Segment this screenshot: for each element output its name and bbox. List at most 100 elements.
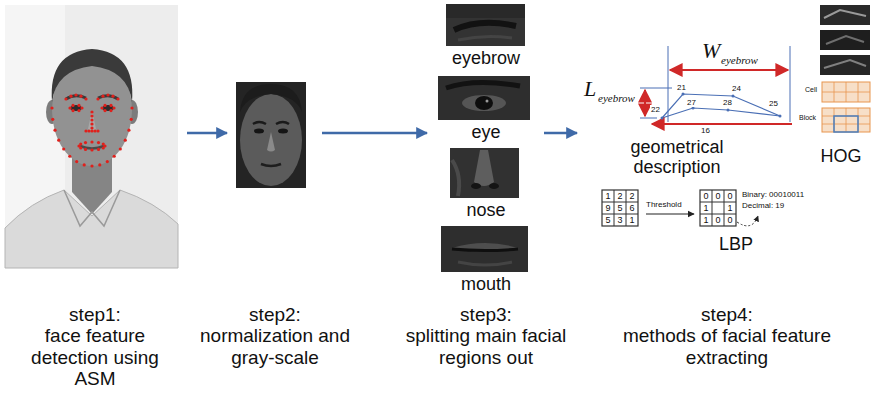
normalized-face — [278, 129, 288, 134]
eyebrow-geometry — [644, 90, 646, 116]
landmark-dot — [80, 106, 83, 109]
step-description: face feature detection using ASM — [15, 325, 175, 389]
landmark-dot — [113, 155, 116, 158]
region-label: mouth — [436, 274, 536, 298]
landmark-dot — [68, 155, 71, 158]
caption-block: step2:normalization and gray-scale — [200, 304, 350, 368]
caption-block: eye — [436, 122, 536, 142]
eyebrow-geometry — [779, 115, 782, 118]
normalized-face — [267, 132, 275, 152]
normalized-face — [254, 129, 264, 134]
eyebrow-geometry — [661, 117, 664, 120]
landmark-dot — [124, 139, 127, 142]
eye-crop — [438, 76, 530, 120]
landmark-dot — [53, 129, 56, 132]
landmark-dot — [96, 97, 99, 100]
eyebrow-geometry — [652, 123, 792, 125]
hog-part-name: Block — [799, 114, 816, 122]
hog-figure — [822, 108, 870, 132]
caption-block: geometrical description — [608, 137, 746, 177]
landmark-dot — [103, 104, 106, 107]
landmark-dot — [90, 122, 93, 125]
landmark-dot — [74, 93, 77, 96]
landmark-dot — [90, 164, 93, 167]
eyebrow-crop — [446, 4, 525, 46]
landmark-dot — [100, 106, 103, 109]
hog-figure — [822, 82, 870, 102]
point-number: 24 — [731, 84, 742, 93]
step-description: normalization and gray-scale — [200, 325, 350, 368]
landmark-dot — [84, 129, 87, 132]
normalized-face — [240, 84, 302, 112]
landmark-dot — [119, 147, 122, 150]
lbp-value: 0 — [712, 214, 724, 226]
landmark-dot — [77, 104, 80, 107]
caption-block: HOG — [806, 146, 876, 166]
landmark-dot — [83, 163, 86, 166]
step-heading: step4: — [622, 304, 832, 325]
nose-crop — [452, 160, 459, 196]
landmark-dot — [79, 95, 82, 98]
lbp-grids — [602, 190, 638, 226]
flow-arrow — [187, 132, 227, 134]
nose-crop — [474, 150, 494, 186]
nose-crop — [450, 148, 519, 198]
landmark-dot — [57, 139, 60, 142]
landmark-dot — [87, 129, 90, 132]
region-label: nose — [436, 200, 536, 224]
eyebrow-crop — [454, 23, 516, 30]
portrait-photo — [5, 5, 178, 268]
mouth-crop — [441, 226, 528, 272]
landmark-dot — [90, 118, 93, 121]
dimension-symbol: L — [584, 76, 596, 101]
lbp-grids — [737, 216, 758, 226]
pipeline-step: step2:normalization and gray-scale — [230, 80, 320, 403]
landmark-dot — [84, 148, 87, 151]
lbp-value: 1 — [626, 214, 638, 226]
eyebrow-geometry — [727, 109, 730, 112]
node-label: eyebrow — [436, 48, 536, 68]
lbp-value: 5 — [614, 202, 626, 214]
hog-figure — [820, 5, 870, 132]
step-heading: step2: — [200, 304, 350, 325]
landmark-dot — [79, 142, 82, 145]
pipeline-step: step3:splitting main facial regions oute… — [430, 2, 542, 403]
node-label: geometrical description — [608, 137, 746, 177]
landmark-dot — [50, 93, 133, 167]
landmark-dot — [103, 109, 106, 112]
hog-figure — [834, 116, 858, 132]
hog-figure — [824, 10, 866, 18]
caption-block: step4:methods of facial feature extracti… — [622, 304, 832, 368]
flow-arrow — [544, 132, 577, 134]
landmark-dot — [50, 106, 53, 109]
hog-figure — [824, 60, 866, 68]
landmark-dot — [101, 95, 104, 98]
code-note: Decimal: 19 — [742, 201, 784, 210]
step-heading: step1: — [15, 304, 175, 325]
step-description: splitting main facial regions out — [396, 325, 576, 368]
dimension-subscript: eyebrow — [721, 54, 758, 67]
lbp-grids — [602, 190, 758, 226]
connector-group — [187, 133, 577, 134]
landmark-dot — [109, 109, 112, 112]
point-number: 28 — [722, 98, 733, 107]
lbp-value: 2 — [626, 190, 638, 202]
region-label: eyebrow — [436, 48, 536, 72]
lbp-grids — [700, 190, 736, 226]
nose-crop — [450, 148, 519, 198]
landmark-dot — [90, 126, 93, 129]
landmark-dot — [98, 163, 101, 166]
landmark-dot — [62, 147, 65, 150]
landmark-dot — [90, 148, 93, 151]
caption-block: nose — [436, 200, 536, 220]
landmark-dot — [116, 97, 119, 100]
lbp-value: 0 — [712, 190, 724, 202]
lbp-value: 0 — [724, 190, 736, 202]
landmark-dot — [93, 129, 96, 132]
method-label: geometrical description — [608, 137, 746, 181]
lbp-value: 1 — [602, 190, 614, 202]
landmark-dot — [102, 146, 105, 149]
pipeline-step: step1:face feature detection using ASM — [5, 5, 185, 403]
arrow-note: Threshold — [646, 200, 682, 209]
